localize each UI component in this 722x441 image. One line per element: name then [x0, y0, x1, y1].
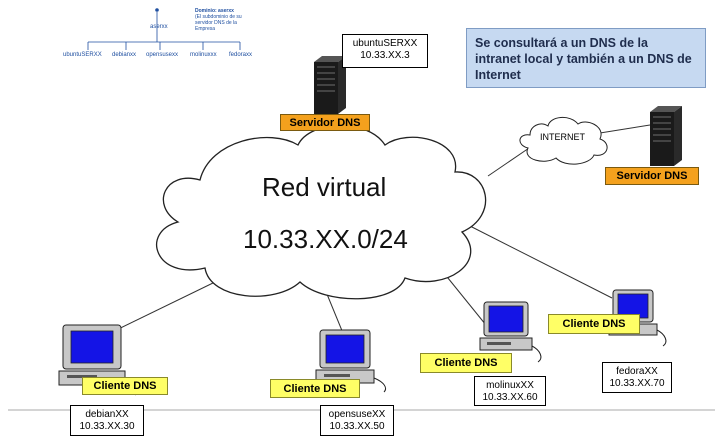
client-info-fedora: fedoraXX 10.33.XX.70	[602, 362, 672, 393]
tree-note-line: Dominio: aserxx	[195, 8, 234, 14]
server-local-icon	[314, 56, 346, 114]
client-info-debian: debianXX 10.33.XX.30	[70, 405, 144, 436]
server-local-info: ubuntuSERXX 10.33.XX.3	[342, 34, 428, 68]
internet-label: INTERNET	[540, 132, 585, 142]
info-note: Se consultará a un DNS de la intranet lo…	[466, 28, 706, 88]
client-tag-molinux: Cliente DNS	[420, 353, 512, 373]
tree-child-label: opensusexx	[146, 52, 179, 58]
client-info-molinux: molinuxXX 10.33.XX.60	[474, 376, 546, 406]
server-local-name: ubuntuSERXX	[352, 38, 418, 49]
tree-child-label: fedoraxx	[229, 52, 253, 58]
client-tag-opensuse: Cliente DNS	[270, 379, 360, 398]
server-internet-tag: Servidor DNS	[605, 167, 699, 185]
client-ip: 10.33.XX.60	[482, 392, 538, 403]
client-info-opensuse: opensuseXX 10.33.XX.50	[320, 405, 394, 436]
client-ip: 10.33.XX.50	[329, 421, 385, 432]
client-name: debianXX	[85, 409, 129, 420]
server-internet-icon	[650, 106, 682, 166]
server-local-tag: Servidor DNS	[280, 114, 370, 131]
tree-note-line: (El subdominio de su	[195, 14, 242, 20]
tree-root-label: aserxx	[150, 24, 168, 30]
client-tag-fedora: Cliente DNS	[548, 314, 640, 334]
server-local-ip: 10.33.XX.3	[360, 50, 410, 61]
tree-note-line: Empresa	[195, 26, 216, 32]
client-name: opensuseXX	[328, 409, 386, 420]
client-ip: 10.33.XX.30	[79, 421, 135, 432]
client-name: molinuxXX	[486, 380, 534, 391]
tree-root-node	[155, 8, 159, 12]
client-name: fedoraXX	[616, 366, 658, 377]
tree-child-label: molinuxxx	[190, 52, 217, 58]
client-ip: 10.33.XX.70	[609, 378, 665, 389]
link-internet-server	[599, 124, 651, 134]
client-tag-debian: Cliente DNS	[82, 377, 168, 395]
computer-molinux-icon	[479, 301, 542, 363]
link-fedora	[467, 224, 613, 299]
cloud-title: Red virtual	[262, 172, 387, 202]
cloud-subnet: 10.33.XX.0/24	[243, 224, 408, 254]
network-cloud	[156, 124, 487, 300]
domain-tree	[87, 12, 241, 50]
tree-child-label: debianxx	[112, 52, 137, 58]
tree-note: Dominio: aserxx (El subdominio de su ser…	[195, 8, 242, 32]
tree-child-label: ubuntuSERXX	[63, 52, 102, 58]
internet-cloud	[519, 117, 608, 165]
link-internet	[487, 145, 533, 177]
tree-note-line: servidor DNS de la	[195, 20, 237, 26]
